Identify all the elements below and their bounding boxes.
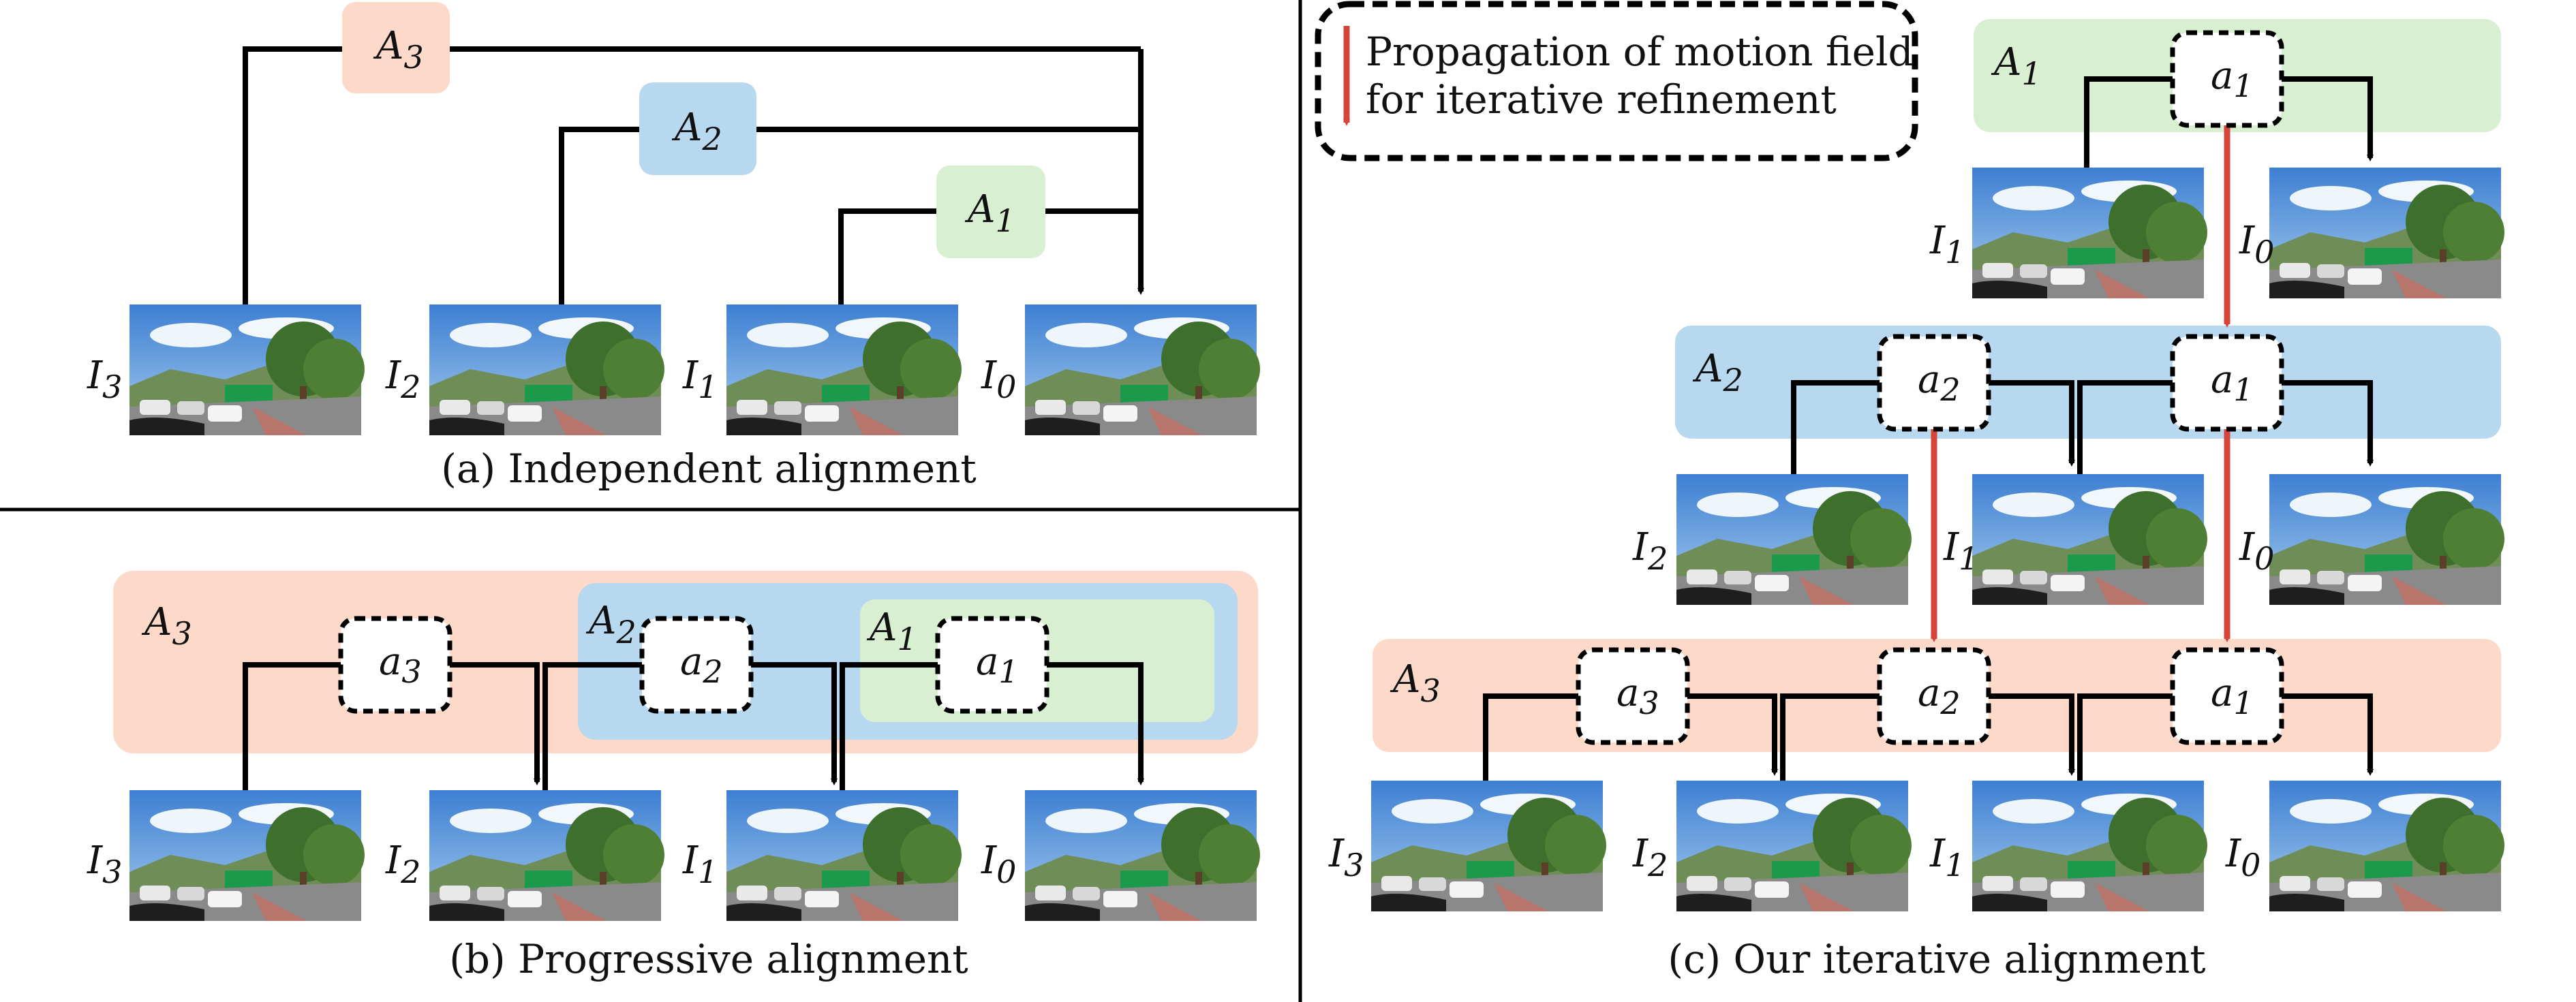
op-label-a1: a1 — [2211, 54, 2254, 104]
panel-a: A3 A2 A1 I3 I2 I1 I0 (a) Independent ali… — [87, 2, 1260, 492]
frame-I1 — [726, 790, 962, 921]
frame-I0 — [1025, 304, 1260, 435]
op-label-a1: a1 — [2211, 358, 2254, 408]
frame-label-I2: I2 — [1632, 525, 1668, 577]
op-label-a2: a2 — [1918, 671, 1961, 721]
label-A1: A1 — [964, 187, 1015, 239]
label-A2: A2 — [585, 599, 637, 651]
frame-label-I0: I0 — [981, 354, 1016, 405]
frame-label-I3: I3 — [1328, 832, 1364, 883]
panel-c: Propagation of motion field for iterativ… — [1315, 1, 2504, 982]
frame-label-I0: I0 — [2225, 832, 2260, 883]
frame-label-I1: I1 — [1929, 832, 1965, 883]
frame-label-I1: I1 — [682, 839, 718, 890]
frame-I3 — [1371, 781, 1606, 911]
frame-I1 — [1972, 474, 2207, 605]
frame-label-I2: I2 — [385, 354, 420, 405]
frame-I0 — [2269, 474, 2504, 605]
legend-box — [1315, 1, 1918, 161]
frame-label-I1: I1 — [682, 354, 718, 405]
frame-I0 — [2269, 781, 2504, 911]
alignment-A1 — [936, 166, 1045, 258]
label-A3: A3 — [1390, 657, 1441, 709]
frame-label-I0: I0 — [2239, 525, 2274, 577]
label-A3: A3 — [373, 24, 424, 76]
caption-b: (b) Progressive alignment — [449, 936, 968, 982]
legend-line-1: Propagation of motion field — [1366, 29, 1914, 75]
op-label-a1: a1 — [2211, 671, 2254, 721]
op-a2 — [639, 616, 754, 714]
frame-label-I1: I1 — [1943, 525, 1978, 577]
op-a2 — [1877, 334, 1991, 432]
label-A3: A3 — [141, 600, 192, 652]
frame-label-I2: I2 — [1632, 832, 1668, 883]
frame-I1 — [1972, 781, 2207, 911]
alignment-A2 — [639, 82, 756, 175]
op-a1 — [2170, 647, 2284, 745]
op-a3 — [338, 616, 453, 714]
frame-label-I1: I1 — [1929, 219, 1965, 270]
label-A1: A1 — [866, 606, 917, 657]
panel-b: A3 A2 A1 a3 a2 a1 I3 I2 I1 I0 (b) Progre… — [87, 571, 1260, 982]
frame-label-I3: I3 — [87, 354, 122, 405]
frame-label-I2: I2 — [385, 839, 420, 890]
frame-I0 — [1025, 790, 1260, 921]
frame-I3 — [129, 790, 365, 921]
frame-I2 — [429, 790, 664, 921]
frame-I2 — [1676, 474, 1912, 605]
op-a2 — [1877, 647, 1991, 745]
op-a1 — [935, 616, 1049, 714]
op-label-a1: a1 — [976, 640, 1019, 690]
label-A1: A1 — [1991, 40, 2042, 92]
caption-c: (c) Our iterative alignment — [1668, 936, 2205, 982]
frame-I0 — [2269, 168, 2504, 298]
caption-a: (a) Independent alignment — [441, 445, 977, 492]
op-label-a3: a3 — [1616, 671, 1659, 721]
op-a3 — [1576, 647, 1690, 745]
frame-label-I0: I0 — [2239, 219, 2274, 270]
op-label-a2: a2 — [680, 640, 723, 690]
frame-I2 — [1676, 781, 1912, 911]
frame-I1 — [1972, 168, 2207, 298]
frame-I3 — [129, 304, 365, 435]
op-label-a3: a3 — [379, 640, 422, 690]
op-a1 — [2170, 30, 2284, 128]
frame-I1 — [726, 304, 962, 435]
label-A2: A2 — [1692, 347, 1743, 398]
legend-line-2: for iterative refinement — [1366, 76, 1837, 123]
label-A2: A2 — [671, 106, 722, 157]
frame-label-I0: I0 — [981, 839, 1016, 890]
op-label-a2: a2 — [1918, 358, 1961, 408]
frame-I2 — [429, 304, 664, 435]
frame-label-I3: I3 — [87, 839, 122, 890]
alignment-A3 — [342, 2, 450, 93]
op-a1 — [2170, 334, 2284, 432]
